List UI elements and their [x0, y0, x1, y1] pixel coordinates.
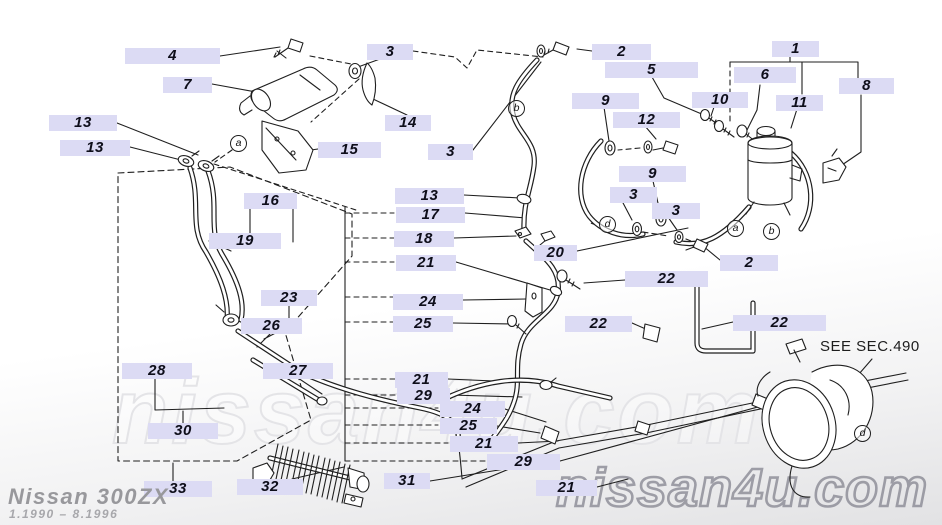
part-label-16[interactable]: 16: [244, 193, 297, 209]
reservoir-tank-drawing: [745, 125, 803, 216]
callout-letter-d: d: [599, 216, 616, 233]
part-label-2[interactable]: 2: [720, 255, 778, 271]
part-label-27[interactable]: 27: [263, 363, 333, 379]
part-label-22[interactable]: 22: [625, 271, 708, 287]
callout-letter-b: b: [763, 223, 780, 240]
page-subtitle: 1.1990 – 8.1996: [9, 507, 119, 521]
part-label-23[interactable]: 23: [261, 290, 317, 306]
power-steering-pump-drawing: [756, 338, 874, 498]
part-label-25[interactable]: 25: [393, 316, 453, 332]
watermark-dark: nissan4u.com: [555, 458, 929, 518]
part-label-3[interactable]: 3: [610, 187, 657, 203]
part-label-24[interactable]: 24: [393, 294, 463, 310]
callout-letter-a: a: [230, 135, 247, 152]
part-label-9[interactable]: 9: [572, 93, 639, 109]
part-label-5[interactable]: 5: [605, 62, 698, 78]
callout-letter-a: a: [727, 220, 744, 237]
part-label-18[interactable]: 18: [394, 231, 454, 247]
part-label-11[interactable]: 11: [776, 95, 823, 111]
callout-letter-d: d: [854, 425, 871, 442]
part-label-14[interactable]: 14: [385, 115, 431, 131]
part-label-2[interactable]: 2: [592, 44, 651, 60]
callout-letter-b: b: [508, 100, 525, 117]
part-label-22[interactable]: 22: [733, 315, 826, 331]
part-label-13[interactable]: 13: [49, 115, 117, 131]
part-label-21[interactable]: 21: [395, 372, 448, 388]
bracket-8-drawing: [822, 148, 847, 184]
part-label-25[interactable]: 25: [440, 418, 497, 434]
part-label-7[interactable]: 7: [163, 77, 212, 93]
part-label-30[interactable]: 30: [148, 423, 218, 439]
part-label-31[interactable]: 31: [384, 473, 430, 489]
part-label-1[interactable]: 1: [772, 41, 819, 57]
part-label-24[interactable]: 24: [440, 401, 505, 417]
page-title: Nissan 300ZX: [8, 484, 170, 509]
part-label-28[interactable]: 28: [122, 363, 192, 379]
part-label-13[interactable]: 13: [60, 140, 130, 156]
part-label-21[interactable]: 21: [396, 255, 456, 271]
part-label-20[interactable]: 20: [534, 245, 577, 261]
part-label-9[interactable]: 9: [619, 166, 686, 182]
dashed-enclosure: [117, 166, 353, 462]
part-label-13[interactable]: 13: [395, 188, 464, 204]
part-label-3[interactable]: 3: [652, 203, 700, 219]
center-clamp-drawing: [506, 193, 661, 391]
part-label-21[interactable]: 21: [450, 436, 518, 452]
part-label-22[interactable]: 22: [565, 316, 632, 332]
loop-washer-cluster-drawing: [631, 211, 709, 253]
fastener-cluster-drawing: [604, 108, 757, 156]
part-label-26[interactable]: 26: [241, 318, 302, 334]
bolt-washer-top-drawing: [536, 41, 570, 58]
see-section-note: SEE SEC.490: [820, 338, 920, 355]
part-label-3[interactable]: 3: [367, 44, 413, 60]
part-label-6[interactable]: 6: [734, 67, 796, 83]
steering-gear-drawing: [177, 38, 377, 174]
part-label-29[interactable]: 29: [487, 454, 560, 470]
part-label-21[interactable]: 21: [536, 480, 597, 496]
part-label-8[interactable]: 8: [839, 78, 894, 94]
part-label-3[interactable]: 3: [428, 144, 473, 160]
part-label-4[interactable]: 4: [125, 48, 220, 64]
part-label-10[interactable]: 10: [692, 92, 748, 108]
part-label-17[interactable]: 17: [396, 207, 465, 223]
part-label-33[interactable]: 33: [144, 481, 212, 497]
part-label-32[interactable]: 32: [237, 479, 303, 495]
leader-stubs: [344, 212, 486, 462]
part-label-15[interactable]: 15: [318, 142, 381, 158]
part-label-29[interactable]: 29: [397, 388, 450, 404]
part-label-12[interactable]: 12: [613, 112, 680, 128]
part-label-19[interactable]: 19: [209, 233, 281, 249]
oil-cooler-drawing: [252, 443, 370, 508]
